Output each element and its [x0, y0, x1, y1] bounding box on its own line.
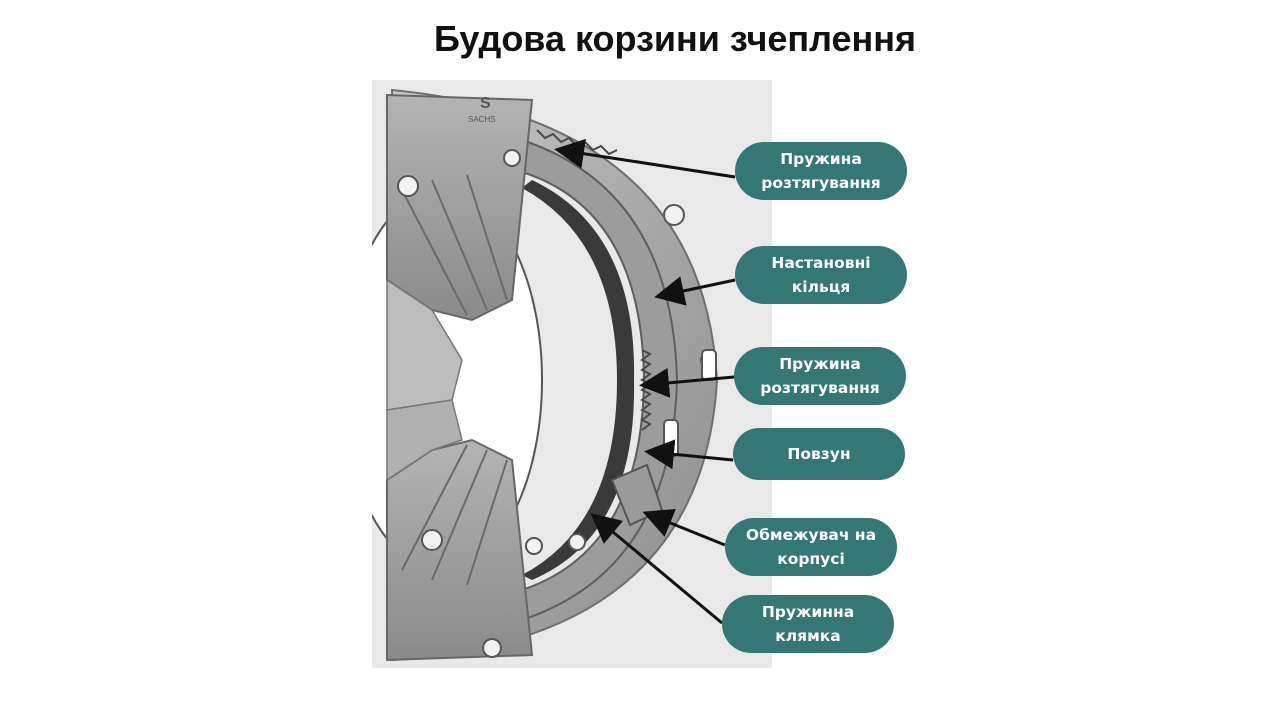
- brand-logo-mark: S: [480, 95, 491, 112]
- page-title: Будова корзини зчеплення: [433, 18, 917, 59]
- clutch-basket-illustration: S SACHS: [372, 88, 719, 662]
- clutch-basket-photo: S SACHS: [372, 80, 772, 668]
- callout-slider: Повзун: [733, 428, 905, 480]
- brand-logo-text: SACHS: [468, 115, 496, 124]
